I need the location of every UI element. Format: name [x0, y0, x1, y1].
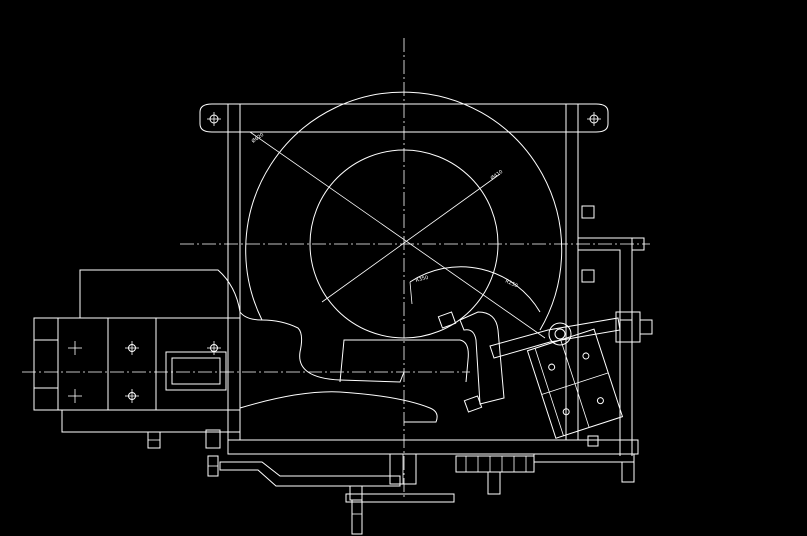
brake-shoe	[526, 328, 624, 439]
side-frame	[227, 104, 579, 440]
outer-wheel-arc	[245, 91, 563, 331]
housing-top-body	[79, 269, 405, 383]
lever-linkage	[219, 461, 401, 487]
housing-lower-curve	[239, 391, 438, 423]
center-lines	[22, 38, 650, 500]
foot-bolt-2	[205, 429, 221, 449]
brake-lower-bolt	[463, 395, 483, 413]
right-upper-bolt	[581, 205, 595, 219]
lever-pivot-outer	[548, 322, 572, 346]
diameter-line-1	[249, 131, 546, 339]
crank-handle	[351, 499, 363, 535]
brake-shoe-edge	[534, 348, 564, 436]
left-housing	[33, 269, 438, 433]
base-rail	[219, 439, 639, 503]
top-frame-plate	[199, 103, 609, 133]
lever-pivot-inner	[554, 328, 566, 340]
rail-end-cap	[621, 461, 635, 483]
inner-wheel-circle	[309, 149, 499, 339]
arm-arc: R350 R250	[409, 266, 541, 313]
housing-main-block	[33, 317, 241, 411]
shoe-bolt-1	[548, 363, 556, 371]
arc-radius-label: R350	[415, 275, 429, 284]
brake-hook-bolt	[437, 311, 457, 329]
housing-window-outer	[165, 351, 227, 391]
lower-guide-plate	[345, 493, 455, 503]
right-arm-bracket	[578, 237, 633, 321]
base-rail-plate	[227, 439, 639, 455]
middle-pad	[339, 339, 469, 383]
brake-lever	[489, 317, 621, 359]
lower-arc	[409, 266, 541, 313]
housing-base-foot	[61, 410, 240, 433]
brake-assembly	[437, 311, 624, 447]
shoe-bolt-3	[562, 408, 570, 416]
right-bracket	[578, 205, 653, 456]
shoe-bolt-2	[582, 352, 590, 360]
shoe-support-stud	[587, 435, 599, 447]
middle-pad-shape	[339, 339, 469, 383]
hand-crank	[349, 485, 363, 535]
shoe-bolt-4	[596, 397, 604, 405]
right-lower-bolt	[581, 269, 595, 283]
brake-shoe-div-h	[541, 372, 609, 395]
gear-bolt	[487, 471, 501, 495]
right-clamp-screw	[639, 319, 653, 335]
crank-hub	[349, 485, 363, 501]
gear-strip	[455, 455, 535, 473]
inner-diameter-label: Ø410	[489, 168, 504, 181]
right-arm-stud	[631, 237, 645, 251]
housing-window-inner	[171, 357, 221, 385]
diameter-line-2	[321, 173, 501, 303]
rail-extension	[533, 453, 635, 463]
lower-dim-label: R250	[504, 278, 518, 289]
housing-foot-bolts	[147, 429, 221, 477]
arc-radius-line	[409, 281, 413, 305]
top-frame	[199, 103, 609, 133]
brake-hook	[459, 311, 505, 405]
